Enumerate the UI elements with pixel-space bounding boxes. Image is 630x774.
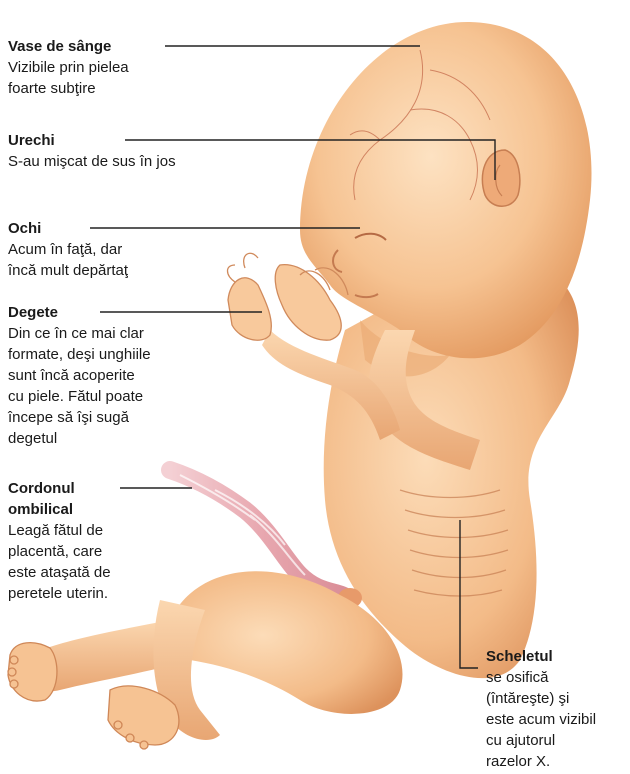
- ear: [482, 150, 519, 206]
- head: [300, 22, 592, 358]
- skeleton-title: Scheletul: [486, 646, 596, 667]
- skeleton-desc: se osifică (întăreşte) şi este acum vizi…: [486, 667, 596, 772]
- fingers-desc: Din ce în ce mai clar formate, deşi ungh…: [8, 323, 151, 449]
- label-blood-vessels: Vase de sânge Vizibile prin pielea foart…: [8, 36, 129, 99]
- label-skeleton: Scheletul se osifică (întăreşte) şi este…: [486, 646, 596, 772]
- umbilical-cord-desc: Leagă fătul de placentă, care este ataşa…: [8, 520, 111, 604]
- blood-vessels-desc: Vizibile prin pielea foarte subţire: [8, 57, 129, 99]
- eyes-title: Ochi: [8, 218, 128, 239]
- label-eyes: Ochi Acum în faţă, dar încă mult depărta…: [8, 218, 128, 281]
- ears-desc: S-au mişcat de sus în jos: [8, 151, 176, 172]
- eyes-desc: Acum în faţă, dar încă mult depărtaţ: [8, 239, 128, 281]
- fingers-title: Degete: [8, 302, 151, 323]
- ears-title: Urechi: [8, 130, 176, 151]
- label-fingers: Degete Din ce în ce mai clar formate, de…: [8, 302, 151, 449]
- umbilical-cord-title: Cordonul ombilical: [8, 478, 111, 520]
- label-umbilical-cord: Cordonul ombilical Leagă fătul de placen…: [8, 478, 111, 604]
- label-ears: Urechi S-au mişcat de sus în jos: [8, 130, 176, 172]
- blood-vessels-title: Vase de sânge: [8, 36, 129, 57]
